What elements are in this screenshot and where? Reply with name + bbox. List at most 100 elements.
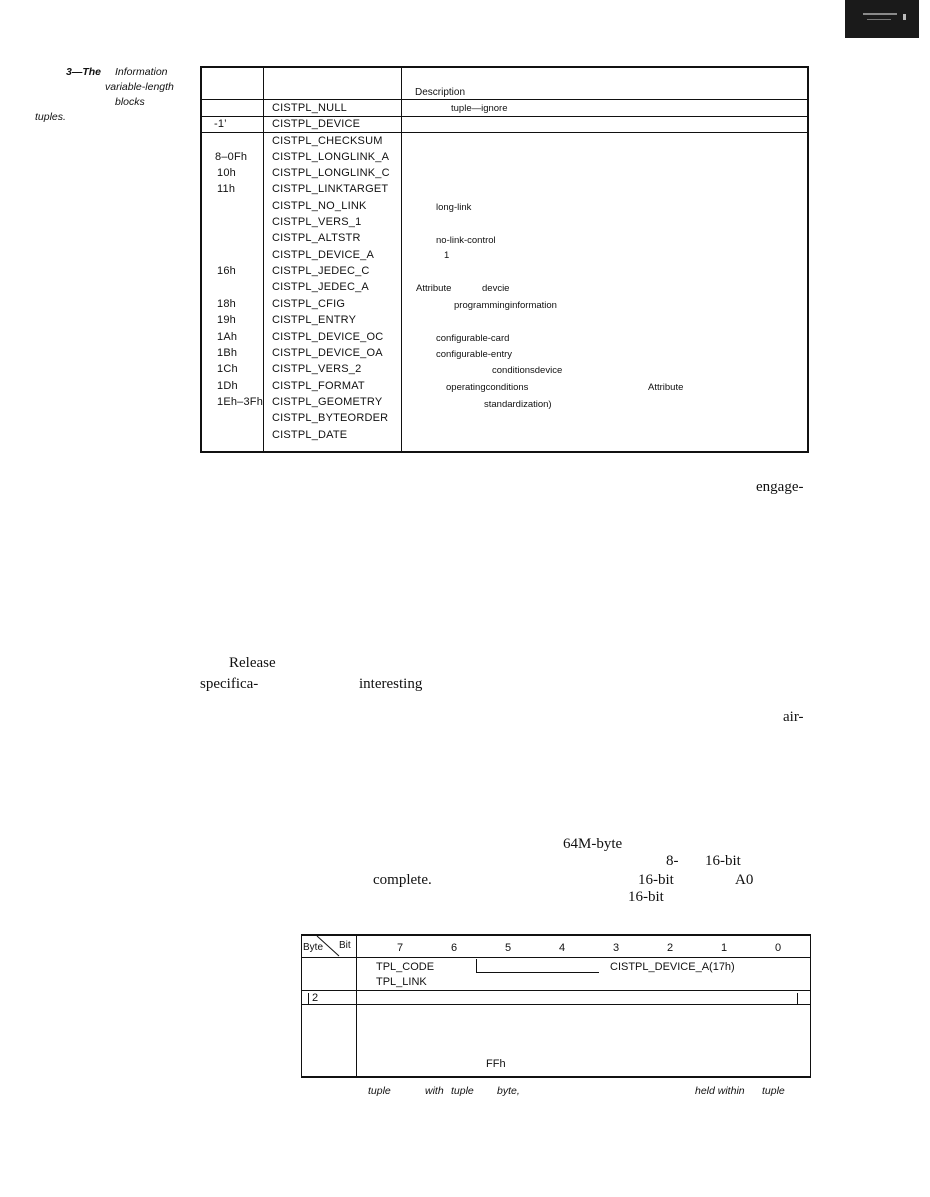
body-word: 16-bit [628,889,664,905]
figure-caption-word: byte, [497,1085,520,1097]
description-cell: long-link [436,202,472,213]
table-border [810,934,811,1078]
description-cell: configurable-card [436,333,510,344]
code-cell: 8–0Fh [215,151,248,163]
code-field-bracket [476,959,599,973]
tuple-name-cell: CISTPL_LONGLINK_A [272,151,390,163]
caption-word: variable-length [105,81,174,93]
figure-caption-word: held within [695,1085,745,1097]
tpl-code-label: TPL_CODE [376,961,435,973]
device-tuple-format-table: Byte Bit 7 6 5 4 3 2 1 0 TPL_CODE TPL_LI… [301,934,811,1078]
bit-header: 0 [775,942,782,954]
body-word: 16-bit [638,872,674,888]
tuple-name-cell: CISTPL_ENTRY [272,314,357,326]
row-marker [797,993,798,1004]
corner-bit-label: Bit [339,940,351,951]
body-word: interesting [359,676,423,692]
description-cell: no-link-control [436,235,496,246]
tuple-name-cell: CISTPL_JEDEC_C [272,265,370,277]
description-cell: devcie [482,283,510,294]
table-border [301,934,811,936]
body-word: A0 [735,872,754,888]
figure-caption-word: tuple [451,1085,474,1097]
column-divider [263,68,264,451]
tuple-name-cell: CISTPL_DEVICE_OC [272,331,384,343]
tuple-name-cell: CISTPL_FORMAT [272,380,365,392]
tuple-name-cell: CISTPL_ALTSTR [272,232,361,244]
description-cell: tuple—ignore [451,103,508,114]
column-divider [401,68,402,451]
caption-word: Information [115,66,168,78]
tuple-name-cell: CISTPL_GEOMETRY [272,396,383,408]
row-divider [202,99,807,100]
row-divider [301,1004,811,1005]
code-cell: 11h [217,183,236,195]
tab-mark [903,14,906,20]
tab-mark [863,13,897,15]
tuple-name-cell: CISTPL_VERS_2 [272,363,362,375]
description-cell: 1 [444,250,450,261]
corner-tab [845,0,919,38]
description-cell: conditionsdevice [492,365,563,376]
code-cell: 1Bh [217,347,238,359]
caption-word: 3—The [66,66,102,78]
code-cell: 16h [217,265,236,277]
row-divider [202,116,807,117]
row-marker [308,993,309,1004]
bit-header: 1 [721,942,728,954]
figure-caption-word: tuple [762,1085,785,1097]
row-divider [202,132,807,133]
code-cell: 1Ah [217,331,238,343]
bit-header: 3 [613,942,620,954]
code-cell: 10h [217,167,236,179]
description-cell: Attribute [416,283,452,294]
code-cell: 1Dh [217,380,238,392]
body-word: 16-bit [705,853,741,869]
ffh-value: FFh [486,1058,506,1070]
corner-byte-label: Byte [303,942,324,953]
body-word: engage- [756,479,804,495]
description-cell: operatingconditions [446,382,529,393]
code-value: CISTPL_DEVICE_A(17h) [610,961,735,973]
description-cell: programminginformation [454,300,557,311]
bit-header: 7 [397,942,404,954]
body-word: specifica- [200,676,259,692]
description-cell: configurable-entry [436,349,513,360]
tuple-name-cell: CISTPL_DEVICE_OA [272,347,383,359]
bit-header: 2 [667,942,674,954]
tuple-name-cell: CISTPL_NO_LINK [272,200,367,212]
tuple-name-cell: CISTPL_DEVICE [272,118,361,130]
tuple-codes-table: Description -1’ 8–0Fh 10h 11h 16h 18h 19… [200,66,809,453]
code-cell: 19h [217,314,236,326]
caption-word: tuples. [35,111,66,123]
row-divider [301,957,811,958]
caption-word: blocks [115,96,145,108]
tab-mark [867,19,891,20]
body-word: 64M-byte [563,836,623,852]
tuple-name-cell: CISTPL_DATE [272,429,348,441]
row-label: 2 [312,992,319,1004]
body-word: Release [229,655,276,671]
bit-header: 5 [505,942,512,954]
tuple-name-cell: CISTPL_DEVICE_A [272,249,375,261]
body-word: complete. [373,872,432,888]
figure-caption-word: with [425,1085,444,1097]
corner-diagonal [316,935,340,957]
code-cell: 1Ch [217,363,238,375]
tuple-name-cell: CISTPL_JEDEC_A [272,281,369,293]
tuple-name-cell: CISTPL_CHECKSUM [272,135,383,147]
table-border [301,1076,811,1078]
code-cell: -1’ [214,118,227,130]
description-header: Description [415,87,466,98]
tpl-link-label: TPL_LINK [376,976,427,988]
bit-header: 6 [451,942,458,954]
row-divider [301,990,811,991]
figure-caption-word: tuple [368,1085,391,1097]
tuple-name-cell: CISTPL_NULL [272,102,347,114]
column-divider [356,934,357,1078]
tuple-name-cell: CISTPL_CFIG [272,298,346,310]
bit-header: 4 [559,942,566,954]
description-cell: standardization) [484,399,552,410]
code-cell: 18h [217,298,236,310]
tuple-name-cell: CISTPL_LINKTARGET [272,183,389,195]
